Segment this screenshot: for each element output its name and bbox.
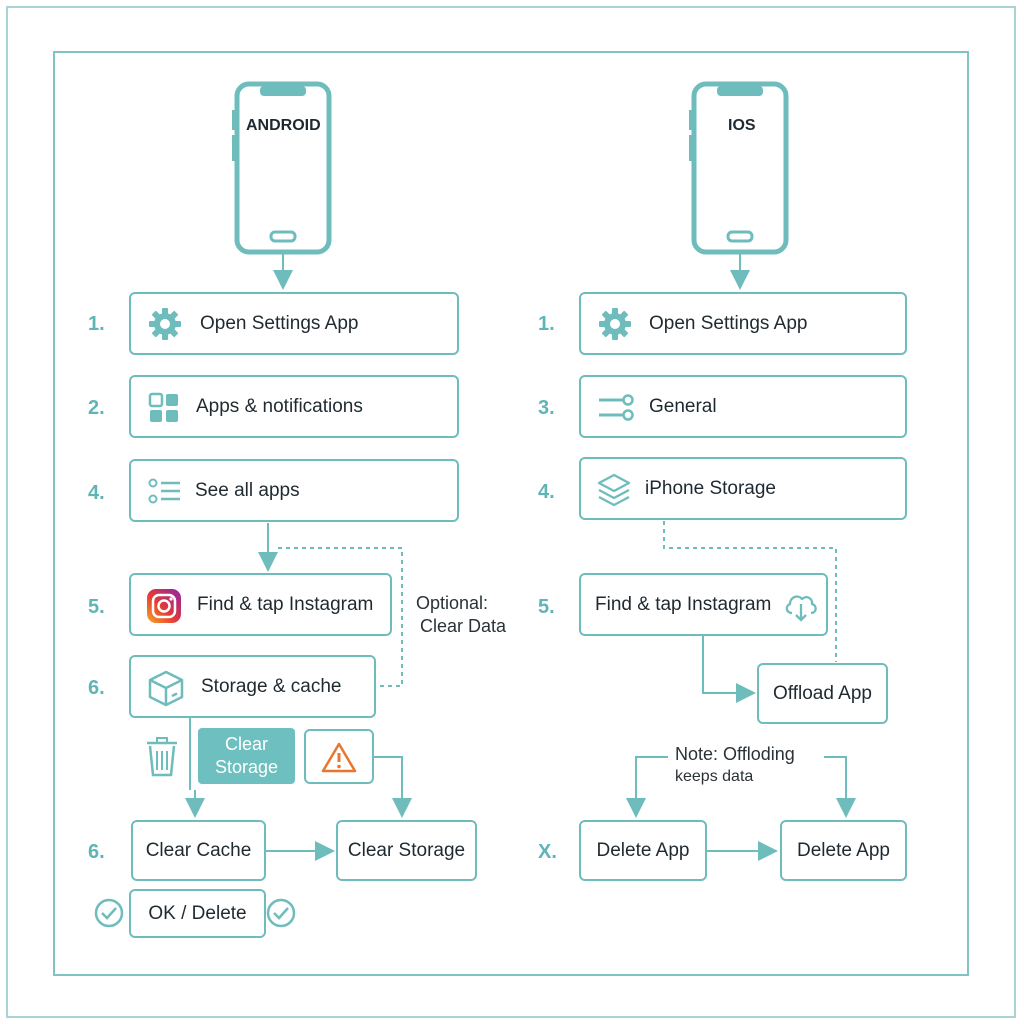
ios-step-number: X. xyxy=(538,841,557,863)
gear-icon xyxy=(599,308,631,340)
gear-icon xyxy=(149,308,181,340)
cloud-download-icon xyxy=(785,595,817,622)
ios-step-number: 4. xyxy=(538,481,555,503)
layers-icon xyxy=(597,473,631,507)
step-label: See all apps xyxy=(195,479,300,501)
list-icon xyxy=(148,478,180,504)
offload-app-label: Offload App xyxy=(773,682,872,704)
instagram-icon xyxy=(147,589,181,623)
offload-app-box[interactable]: Offload App xyxy=(757,663,888,724)
android-open-settings-box[interactable]: Open Settings App xyxy=(129,292,459,355)
check-circle-icon xyxy=(266,898,296,928)
step-label: Open Settings App xyxy=(200,312,359,334)
optional-note-line2: Clear Data xyxy=(420,616,507,636)
android-step-number: 6. xyxy=(88,841,105,863)
clear-storage-button-line2: Storage xyxy=(214,757,279,777)
android-step-number: 1. xyxy=(88,313,105,335)
delete-app-box-right[interactable]: Delete App xyxy=(780,820,907,881)
inner-frame xyxy=(53,51,969,976)
warning-box xyxy=(304,729,374,784)
step-label: iPhone Storage xyxy=(645,477,776,499)
offload-note-line2: keeps data xyxy=(675,768,754,785)
check-circle-icon xyxy=(94,898,124,928)
delete-app-box-left[interactable]: Delete App xyxy=(579,820,707,881)
ios-step-number: 1. xyxy=(538,313,555,335)
box-icon xyxy=(148,670,184,707)
ios-find-instagram-box[interactable]: Find & tap Instagram xyxy=(579,573,828,636)
ios-general-box[interactable]: General xyxy=(579,375,907,438)
offload-note-line1: Note: Offloding xyxy=(675,744,795,764)
android-step-number: 4. xyxy=(88,482,105,504)
clear-storage-button-line1: Clear xyxy=(224,734,268,754)
android-title: ANDROID xyxy=(246,117,321,134)
ok-delete-label: OK / Delete xyxy=(148,902,247,924)
step-label: Find & tap Instagram xyxy=(197,593,374,615)
ios-open-settings-box[interactable]: Open Settings App xyxy=(579,292,907,355)
ios-iphone-storage-box[interactable]: iPhone Storage xyxy=(579,457,907,520)
outer-frame xyxy=(6,6,1016,1018)
clear-storage-label: Clear Storage xyxy=(347,839,466,861)
trash-icon xyxy=(147,737,177,777)
android-apps-notifications-box[interactable]: Apps & notifications xyxy=(129,375,459,438)
clear-storage-box[interactable]: Clear Storage xyxy=(336,820,477,881)
clear-cache-label: Clear Cache xyxy=(145,839,252,861)
ios-step-number: 3. xyxy=(538,397,555,419)
toggles-icon xyxy=(599,394,634,421)
ios-phone-icon xyxy=(689,81,789,255)
android-phone-icon xyxy=(232,81,332,255)
delete-app-label: Delete App xyxy=(797,839,890,861)
android-step-number: 2. xyxy=(88,397,105,419)
android-storage-cache-box[interactable]: Storage & cache xyxy=(129,655,376,718)
warning-icon xyxy=(321,742,357,772)
android-step-number: 5. xyxy=(88,596,105,618)
android-see-all-apps-box[interactable]: See all apps xyxy=(129,459,459,522)
step-label: Apps & notifications xyxy=(196,395,363,417)
delete-app-label: Delete App xyxy=(596,839,690,861)
optional-note-line1: Optional: xyxy=(416,593,489,613)
step-label: Find & tap Instagram xyxy=(595,593,772,615)
step-label: Storage & cache xyxy=(201,675,342,697)
ios-step-number: 5. xyxy=(538,596,555,618)
android-find-instagram-box[interactable]: Find & tap Instagram xyxy=(129,573,392,636)
ios-title: IOS xyxy=(728,117,756,134)
ok-delete-box[interactable]: OK / Delete xyxy=(129,889,266,938)
step-label: General xyxy=(649,395,717,417)
apps-grid-icon xyxy=(148,392,178,422)
android-step-number: 6. xyxy=(88,677,105,699)
clear-storage-button[interactable]: Clear Storage xyxy=(198,728,295,784)
clear-cache-box[interactable]: Clear Cache xyxy=(131,820,266,881)
step-label: Open Settings App xyxy=(649,312,808,334)
